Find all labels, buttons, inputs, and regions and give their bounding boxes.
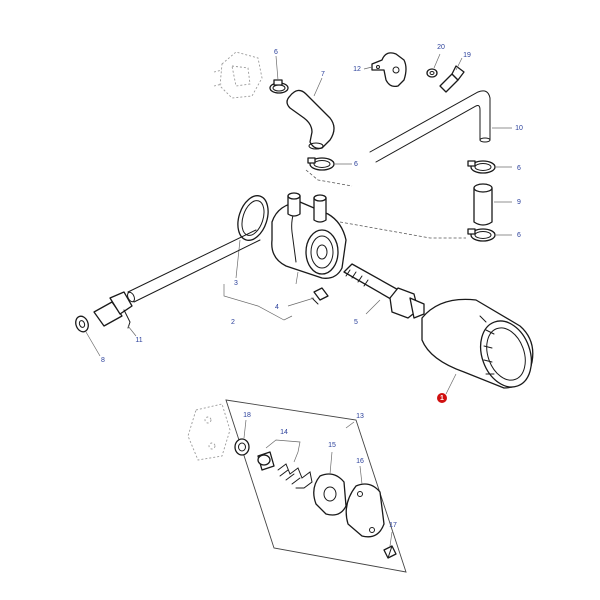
callout-label-2: 2 [231,319,235,326]
relief-spring[interactable] [277,463,313,489]
callout-label-11: 11 [135,337,142,344]
union-fitting[interactable] [93,291,133,329]
callout-badge-1: 1 [437,393,447,403]
cap-plug[interactable] [234,438,250,456]
callout-label-6-right-lower: 6 [517,232,521,239]
callout-label-12: 12 [353,66,361,73]
callout-label-3: 3 [234,280,238,287]
cover-plate[interactable] [345,483,385,538]
oil-filter[interactable] [421,298,540,394]
callout-label-17: 17 [389,522,397,529]
callout-label-6-right-upper: 6 [517,165,521,172]
assembly-line-right [339,221,466,239]
coolant-pipe-long[interactable] [369,90,491,163]
group-bracket-2-3-4 [223,284,293,321]
callout-label-19: 19 [463,52,471,59]
callout-label-8: 8 [101,357,105,364]
hose-clamp-right-upper[interactable] [467,160,496,174]
callout-label-4: 4 [275,304,279,311]
oil-cooler-body[interactable] [271,192,347,279]
callout-label-16: 16 [356,458,364,465]
engine-bracket-outline [213,51,263,99]
hose-clamp-top[interactable] [269,79,289,94]
bolt-small[interactable] [439,65,465,93]
elbow-hose[interactable] [286,89,335,150]
callout-label-6-mid: 6 [354,161,358,168]
callout-label-13: 13 [356,413,364,420]
gasket-outline-ghost [187,403,231,461]
seal-washer[interactable] [74,314,91,333]
hose-clamp-right-lower[interactable] [467,228,496,242]
callout-label-1: 1 [440,395,444,402]
callout-label-20: 20 [437,44,445,51]
callout-label-18: 18 [243,412,251,419]
callout-label-7: 7 [321,71,325,78]
callout-label-10: 10 [515,125,523,132]
threaded-adapter[interactable] [343,263,425,319]
callout-label-5: 5 [354,319,358,326]
gasket-flange[interactable] [313,473,347,516]
callout-bracket-14 [265,439,301,463]
valve-plug[interactable] [257,451,275,471]
kit-frame [225,399,407,573]
hose-clamp-mid[interactable] [307,157,335,171]
o-ring-large[interactable] [233,192,274,244]
mounting-bracket[interactable] [371,52,407,88]
washer-small[interactable] [426,68,438,78]
short-hose[interactable] [473,183,493,226]
assembly-line-top [305,169,353,187]
cover-bolt[interactable] [383,545,397,559]
callout-label-14: 14 [280,429,288,436]
callout-label-9: 9 [517,199,521,206]
callout-label-6-top: 6 [274,49,278,56]
callout-label-15: 15 [328,442,336,449]
drain-plug[interactable] [311,287,329,305]
